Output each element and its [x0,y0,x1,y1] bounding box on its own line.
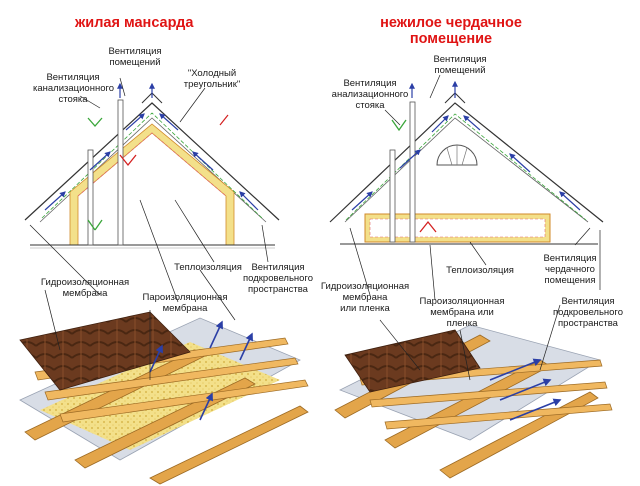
label-line: пространства [558,318,618,329]
label-line: треугольник" [183,79,241,90]
right-vent-pipe [409,101,416,243]
left-vent-pipe [117,99,124,246]
leader-lines [29,74,601,381]
green-flow-icon [391,119,407,132]
label-line: мембрана [162,303,208,314]
left-label-vent-rooms: Вентиляция помещений [100,46,170,68]
vent-arrow-icon [192,151,214,171]
red-flow-icon [419,220,437,233]
label-line: пленка [446,318,478,329]
vent-arrow-icon [509,398,562,421]
right-label-subroof-vent: Вентиляция подкровельного пространства [548,296,628,329]
right-label-attic-vent: Вентиляция чердачного помещения [530,253,610,286]
label-line: Вентиляция [343,78,397,89]
right-section-drawing [329,80,604,245]
right-roof-cutaway [334,324,613,479]
vent-arrow-icon [209,320,223,349]
right-label-vent-riser: Вентиляция анализационного стояка [330,78,410,111]
label-line: Гидроизоляционная [40,277,130,288]
right-roof-inner [344,117,589,223]
label-line: Пароизоляционная [419,296,505,307]
green-flow-icon [87,117,103,231]
vent-arrow-icon [149,344,163,373]
vent-arrow-icon [125,113,145,131]
left-label-subroof-vent: Вентиляция подкровельного пространства [238,262,318,295]
label-line: Вентиляция [251,262,305,273]
label-line: помещений [109,57,161,68]
right-title-line2: помещение [409,31,493,47]
right-roof-outer [329,102,604,223]
label-line: "Холодный [187,68,237,79]
vent-arrow-icon [351,191,373,211]
left-roof-cutaway [19,311,309,485]
left-insulation [69,123,235,246]
vent-arrow-icon [89,151,111,171]
vent-arrow-icon [239,332,253,361]
label-line: анализационного [331,89,409,100]
left-roof-outer [24,102,280,221]
right-label-water-membrane: Гидроизоляционная мембрана или пленка [315,281,415,314]
vent-arrow-icon [509,153,531,173]
label-line: мембрана или [430,307,494,318]
label-line: помещения [544,275,596,286]
vent-arrow-icon [44,191,66,211]
label-line: Вентиляция [108,46,162,57]
vent-arrow-icon [159,113,179,131]
right-title-line1: нежилое чердачное [380,15,522,31]
vent-arrow-icon [489,358,542,381]
red-flow-icon [119,154,137,167]
left-label-cold-triangle: "Холодный треугольник" [172,68,252,90]
vent-arrow-icon [399,149,421,169]
vent-arrow-icon [463,115,481,131]
label-line: Вентиляция [433,54,487,65]
vent-arrow-icon [431,115,449,133]
label-line: Гидроизоляционная [320,281,410,292]
right-label-vent-rooms: Вентиляция помещений [425,54,495,76]
left-label-vent-riser: Вентиляция канализационного стояка [33,72,115,105]
left-label-water-membrane: Гидроизоляционная мембрана [35,277,135,299]
label-line: мембрана [62,288,108,299]
vent-arrow-icon [239,191,259,211]
left-section-drawing [24,82,280,249]
right-label-vapor-membrane: Пароизоляционная мембрана или пленка [412,296,512,329]
vent-arrow-icon [499,378,552,401]
label-line: помещений [434,65,486,76]
left-label-vapor-membrane: Пароизоляционная мембрана [135,292,235,314]
right-label-insulation: Теплоизоляция [446,265,514,276]
left-label-insulation: Теплоизоляция [174,262,242,273]
label-line: Вентиляция [543,253,597,264]
label-line: чердачного [545,264,595,275]
vent-arrow-icon [199,392,213,421]
left-roof-tiles [19,311,191,391]
label-line: пространства [248,284,308,295]
right-title: нежилое чердачное помещение [376,15,526,47]
label-line: стояка [355,100,385,111]
label-line: Вентиляция [561,296,615,307]
label-line: Вентиляция [46,72,100,83]
label-line: Пароизоляционная [142,292,228,303]
label-line: стояка [58,94,88,105]
label-line: подкровельного [243,273,313,284]
left-chimney [87,149,94,246]
label-line: мембрана [342,292,388,303]
vent-arrow-icon [559,191,581,211]
left-title: жилая мансарда [75,15,194,31]
label-line: канализационного [33,83,115,94]
label-line: или пленка [340,303,390,314]
label-line: подкровельного [553,307,623,318]
